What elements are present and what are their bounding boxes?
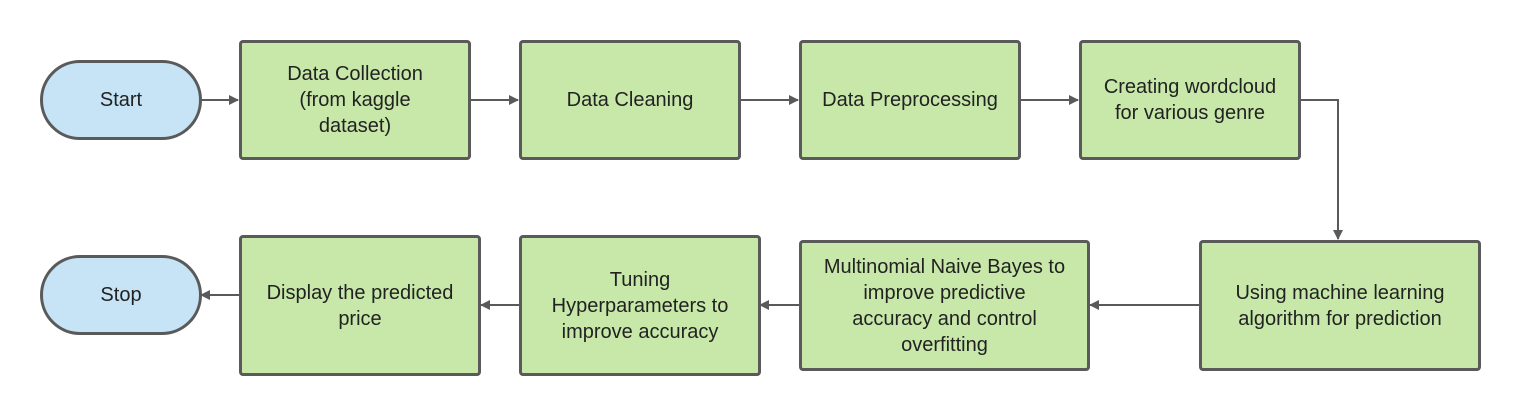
arrow-wordcloud-to-ml: [1300, 99, 1343, 240]
tuning-label: Tuning Hyperparameters to improve accura…: [551, 268, 729, 343]
wordcloud-label: Creating wordcloud for various genre: [1103, 76, 1277, 124]
naive-bayes-node: Multinomial Naive Bayes to improve predi…: [799, 240, 1090, 371]
data-cleaning-label: Data Cleaning: [566, 89, 694, 111]
stop-node: Stop: [40, 255, 202, 335]
data-cleaning-node: Data Cleaning: [519, 40, 741, 160]
data-preprocessing-label: Data Preprocessing: [822, 89, 998, 111]
stop-label: Stop: [100, 284, 142, 306]
display-price-node: Display the predicted price: [239, 235, 481, 376]
naive-bayes-label: Multinomial Naive Bayes to improve predi…: [823, 255, 1066, 356]
data-collection-label: Data Collection (from kaggle dataset): [287, 63, 423, 137]
wordcloud-node: Creating wordcloud for various genre: [1079, 40, 1301, 160]
data-preprocessing-node: Data Preprocessing: [799, 40, 1021, 160]
tuning-node: Tuning Hyperparameters to improve accura…: [519, 235, 761, 376]
ml-algorithm-label: Using machine learning algorithm for pre…: [1235, 281, 1445, 330]
data-collection-node: Data Collection (from kaggle dataset): [239, 40, 471, 160]
start-node: Start: [40, 60, 202, 140]
display-price-label: Display the predicted price: [266, 281, 454, 330]
start-label: Start: [99, 89, 143, 111]
ml-algorithm-node: Using machine learning algorithm for pre…: [1199, 240, 1481, 371]
